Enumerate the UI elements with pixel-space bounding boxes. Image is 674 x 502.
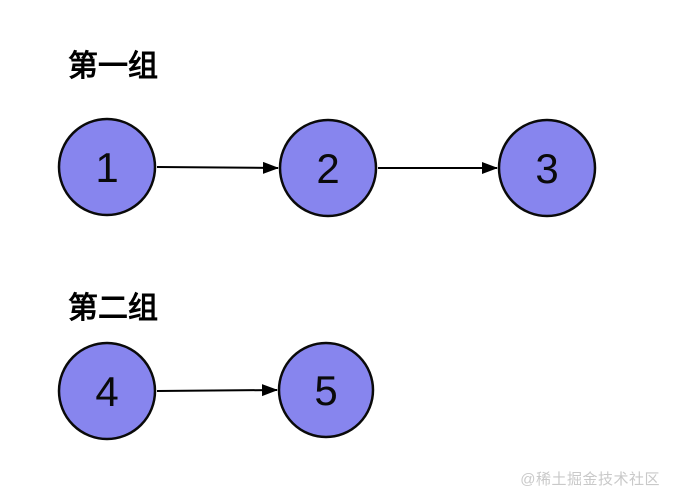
- node-value: 2: [316, 145, 339, 192]
- watermark: @稀土掘金技术社区: [520, 471, 660, 488]
- node-circle: [57, 117, 157, 217]
- node-value: 3: [535, 145, 558, 192]
- node-value: 1: [95, 144, 118, 191]
- node-value: 4: [95, 368, 118, 415]
- nodes-layer: 1 2 3 4 5: [57, 117, 597, 441]
- node-circle: [278, 118, 378, 218]
- node-circle: [497, 118, 597, 218]
- group-label: 第二组: [68, 291, 158, 325]
- edge-arrow-g0-0: [156, 161, 279, 174]
- edges-layer: [156, 161, 498, 397]
- node-value: 5: [314, 367, 337, 414]
- node-circle: [277, 341, 375, 439]
- group-label: 第一组: [68, 49, 158, 83]
- node-circle: [57, 341, 157, 441]
- edge-arrow-g1-0: [156, 384, 278, 397]
